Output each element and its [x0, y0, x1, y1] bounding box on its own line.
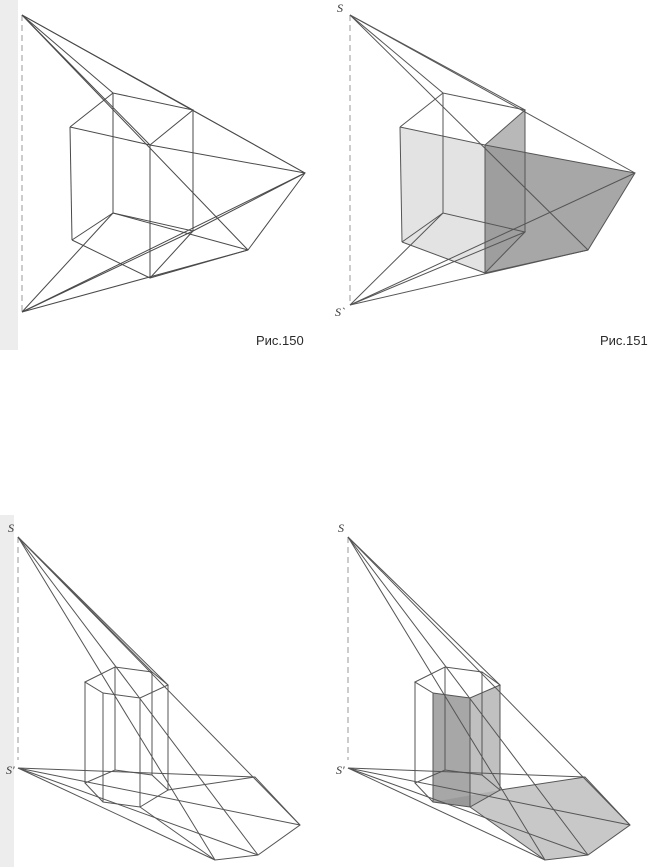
shadow-outline — [139, 776, 301, 861]
base-ray — [347, 767, 631, 826]
light-ray — [347, 536, 501, 686]
prism-bottom — [71, 212, 194, 279]
base-ray — [17, 767, 256, 778]
prism-bottom — [84, 769, 169, 808]
base-ray — [349, 231, 526, 306]
base-ray — [347, 767, 546, 861]
shadow-edge — [192, 172, 306, 232]
light-ray — [347, 536, 589, 856]
label-s: S — [338, 521, 344, 535]
base-ray — [17, 767, 259, 856]
prism-top — [83, 666, 169, 699]
figure-152: S S' — [0, 515, 330, 867]
label-s-prime: S' — [6, 763, 15, 777]
base-ray — [17, 767, 216, 861]
base-ray — [349, 172, 636, 306]
figure-150 — [0, 0, 330, 360]
light-ray — [17, 536, 259, 856]
light-ray — [21, 14, 249, 251]
label-s-prime: S` — [335, 305, 345, 319]
light-ray — [349, 14, 589, 251]
figure-150-drawing — [21, 14, 306, 313]
light-ray — [347, 536, 546, 861]
figure-153-drawing — [347, 536, 631, 861]
light-ray — [17, 536, 153, 673]
prism-top — [69, 92, 195, 146]
figure-152-drawing — [17, 536, 301, 861]
shadow-outline — [469, 776, 631, 861]
prism-edge — [399, 126, 403, 243]
light-ray — [21, 14, 114, 94]
caption-fig-150: Рис.150 — [256, 333, 304, 348]
base-ray — [347, 767, 586, 778]
shadow-outline — [484, 144, 636, 274]
prism-edge — [69, 126, 73, 241]
base-ray — [21, 230, 194, 313]
base-ray — [21, 172, 306, 313]
label-s: S — [337, 1, 343, 15]
figure-151-drawing — [349, 14, 636, 306]
left-page-edge-lower — [0, 515, 14, 867]
left-page-edge — [0, 0, 18, 350]
base-ray — [17, 767, 301, 826]
label-s: S — [8, 521, 14, 535]
figure-153: S S' — [330, 515, 660, 867]
light-ray — [349, 14, 444, 94]
shade-face — [470, 685, 500, 807]
figure-151: S S` — [330, 0, 660, 360]
base-ray — [347, 767, 589, 856]
light-ray — [21, 14, 194, 111]
base-ray — [21, 212, 114, 313]
caption-fig-151: Рис.151 — [600, 333, 648, 348]
base-ray — [349, 212, 444, 306]
label-s-prime: S' — [336, 763, 345, 777]
light-ray — [349, 14, 526, 111]
shade-face — [433, 693, 470, 807]
shadow-outline — [149, 144, 306, 279]
shadow-edge — [112, 212, 249, 251]
light-ray — [17, 536, 216, 861]
